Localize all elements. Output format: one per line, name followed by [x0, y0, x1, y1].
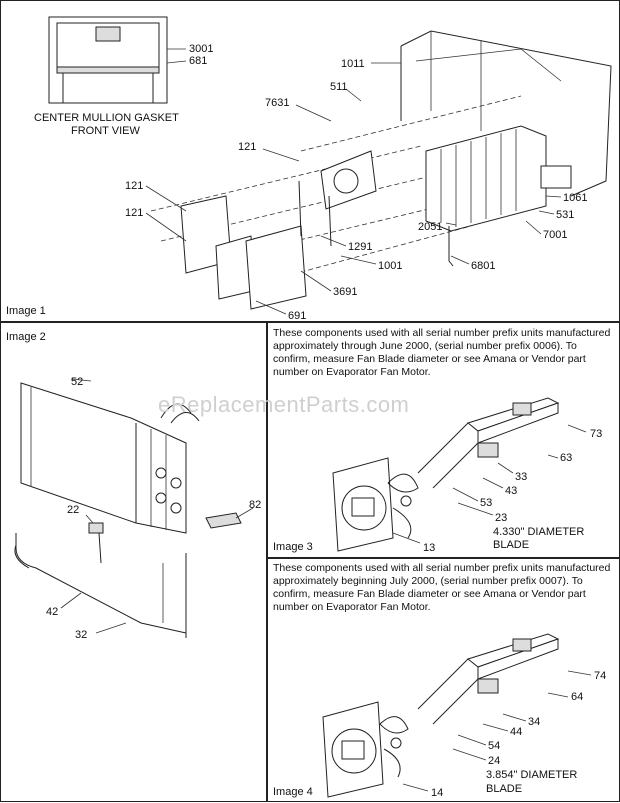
fan-blade-3	[387, 473, 419, 539]
image-3-panel: These components used with all serial nu…	[267, 322, 620, 558]
label-23: 23	[495, 512, 507, 524]
mullion-title-line1: CENTER MULLION GASKET	[34, 112, 179, 124]
label-1011: 1011	[341, 58, 365, 70]
label-3691: 3691	[333, 286, 357, 298]
label-82: 82	[249, 499, 261, 511]
label-63: 63	[560, 452, 572, 464]
image-1-caption: Image 1	[6, 305, 46, 317]
fan-shroud-3	[332, 457, 394, 552]
image-2-panel: Image 2	[0, 322, 267, 802]
label-121-top: 121	[238, 141, 256, 153]
image-4-panel: These components used with all serial nu…	[267, 558, 620, 802]
part-82	[205, 512, 242, 529]
label-53: 53	[480, 497, 492, 509]
label-34: 34	[528, 716, 540, 728]
sensor-22	[88, 522, 104, 534]
fan-bracket-3	[417, 397, 560, 489]
blade-3-label: BLADE	[493, 539, 529, 551]
evaporator-assembly	[20, 382, 200, 534]
blade-4-label: BLADE	[486, 783, 522, 795]
label-531: 531	[556, 209, 574, 221]
image-4-diagram: 74 64 34 44 54 24 3.854" DIAMETER BLADE …	[273, 633, 606, 799]
label-44: 44	[510, 726, 522, 738]
label-1001: 1001	[378, 260, 402, 272]
label-6801: 6801	[471, 260, 495, 272]
image-1-panel: 3001 681 CENTER MULLION GASKET FRONT VIE…	[0, 0, 620, 322]
label-121-mid: 121	[125, 180, 143, 192]
label-1291: 1291	[348, 241, 372, 253]
label-1061: 1061	[563, 192, 587, 204]
label-121-low: 121	[125, 207, 143, 219]
label-33: 33	[515, 471, 527, 483]
fan-shroud-4	[322, 701, 384, 798]
leader-lines	[145, 62, 562, 315]
evaporator-coil	[425, 125, 572, 232]
label-73: 73	[590, 428, 602, 440]
image-2-diagram: Image 2	[6, 331, 261, 641]
label-681: 681	[189, 55, 207, 67]
cabinet-outline	[400, 30, 612, 197]
fan-housing	[320, 150, 377, 210]
blade-4-diameter: 3.854" DIAMETER	[486, 769, 577, 781]
label-7001: 7001	[543, 229, 567, 241]
label-7631: 7631	[265, 97, 289, 109]
label-22: 22	[67, 504, 79, 516]
label-74: 74	[594, 670, 606, 682]
label-3001: 3001	[189, 43, 213, 55]
mullion-gasket-front-view	[48, 16, 187, 104]
image-3-diagram: 73 63 33 43 53 23 4.330" DIAMETER BLADE …	[273, 397, 602, 554]
image-4-note: These components used with all serial nu…	[273, 562, 611, 613]
label-54: 54	[488, 740, 500, 752]
image-3-note: These components used with all serial nu…	[273, 327, 611, 378]
image-1-diagram: 3001 681 CENTER MULLION GASKET FRONT VIE…	[6, 16, 612, 322]
label-511: 511	[330, 81, 348, 93]
fan-blade-4	[379, 716, 409, 778]
image-4-caption: Image 4	[273, 786, 313, 798]
label-42: 42	[46, 606, 58, 618]
label-2051: 2051	[418, 221, 442, 233]
image-2-caption: Image 2	[6, 331, 46, 343]
mullion-title-line2: FRONT VIEW	[71, 125, 140, 137]
label-691: 691	[288, 310, 306, 322]
defrost-heater	[14, 533, 187, 638]
label-64: 64	[571, 691, 583, 703]
label-24: 24	[488, 755, 500, 767]
label-32: 32	[75, 629, 87, 641]
image-3-caption: Image 3	[273, 541, 313, 553]
label-52: 52	[71, 376, 83, 388]
label-14: 14	[431, 787, 443, 799]
watermark: eReplacementParts.com	[158, 392, 410, 417]
fan-bracket-4	[417, 633, 560, 725]
front-panels	[180, 180, 332, 310]
label-13: 13	[423, 542, 435, 554]
label-43: 43	[505, 485, 517, 497]
blade-3-diameter: 4.330" DIAMETER	[493, 526, 584, 538]
